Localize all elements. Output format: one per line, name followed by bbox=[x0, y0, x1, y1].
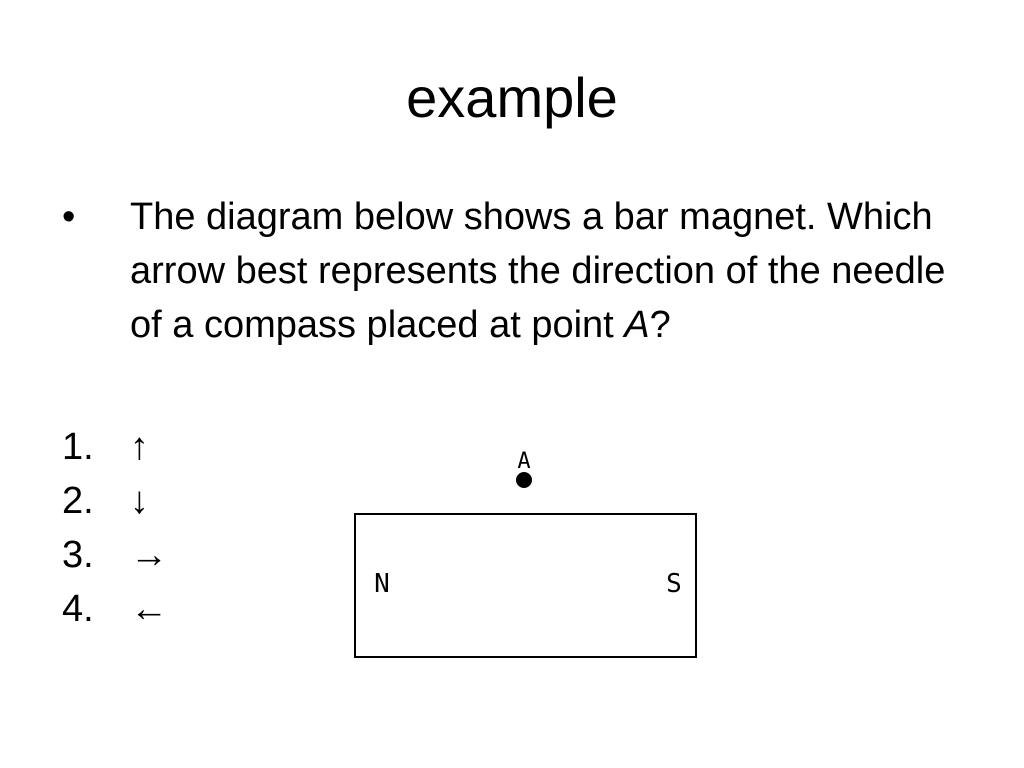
choice-4: 4. ← bbox=[62, 582, 322, 636]
up-arrow-icon: ↑ bbox=[130, 426, 149, 468]
question-text-main: The diagram below shows a bar magnet. Wh… bbox=[130, 196, 946, 346]
bar-magnet-body bbox=[354, 513, 697, 658]
slide-title: example bbox=[406, 66, 618, 129]
choice-number: 4. bbox=[62, 588, 94, 630]
bar-magnet-diagram: A N S bbox=[340, 430, 720, 670]
point-a-label: A bbox=[517, 449, 530, 474]
north-pole-label: N bbox=[374, 569, 390, 599]
choice-3: 3. → bbox=[62, 528, 322, 582]
choice-1: 1. ↑ bbox=[62, 420, 322, 474]
question-point-ref: A bbox=[624, 304, 650, 346]
question-text: The diagram below shows a bar magnet. Wh… bbox=[130, 190, 980, 352]
bar-magnet-svg: A N S bbox=[354, 449, 697, 658]
point-a-dot bbox=[516, 472, 532, 488]
down-arrow-icon: ↓ bbox=[130, 480, 149, 522]
choice-number: 1. bbox=[62, 426, 94, 468]
choice-number: 2. bbox=[62, 480, 94, 522]
choice-number: 3. bbox=[62, 534, 94, 576]
bullet-mark: • bbox=[62, 196, 76, 238]
question-text-end: ? bbox=[649, 304, 671, 346]
choice-2: 2. ↓ bbox=[62, 474, 322, 528]
answer-choices: 1. ↑ 2. ↓ 3. → 4. ← bbox=[62, 420, 322, 636]
south-pole-label: S bbox=[666, 569, 682, 599]
left-arrow-icon: ← bbox=[130, 588, 168, 630]
right-arrow-icon: → bbox=[130, 534, 168, 576]
